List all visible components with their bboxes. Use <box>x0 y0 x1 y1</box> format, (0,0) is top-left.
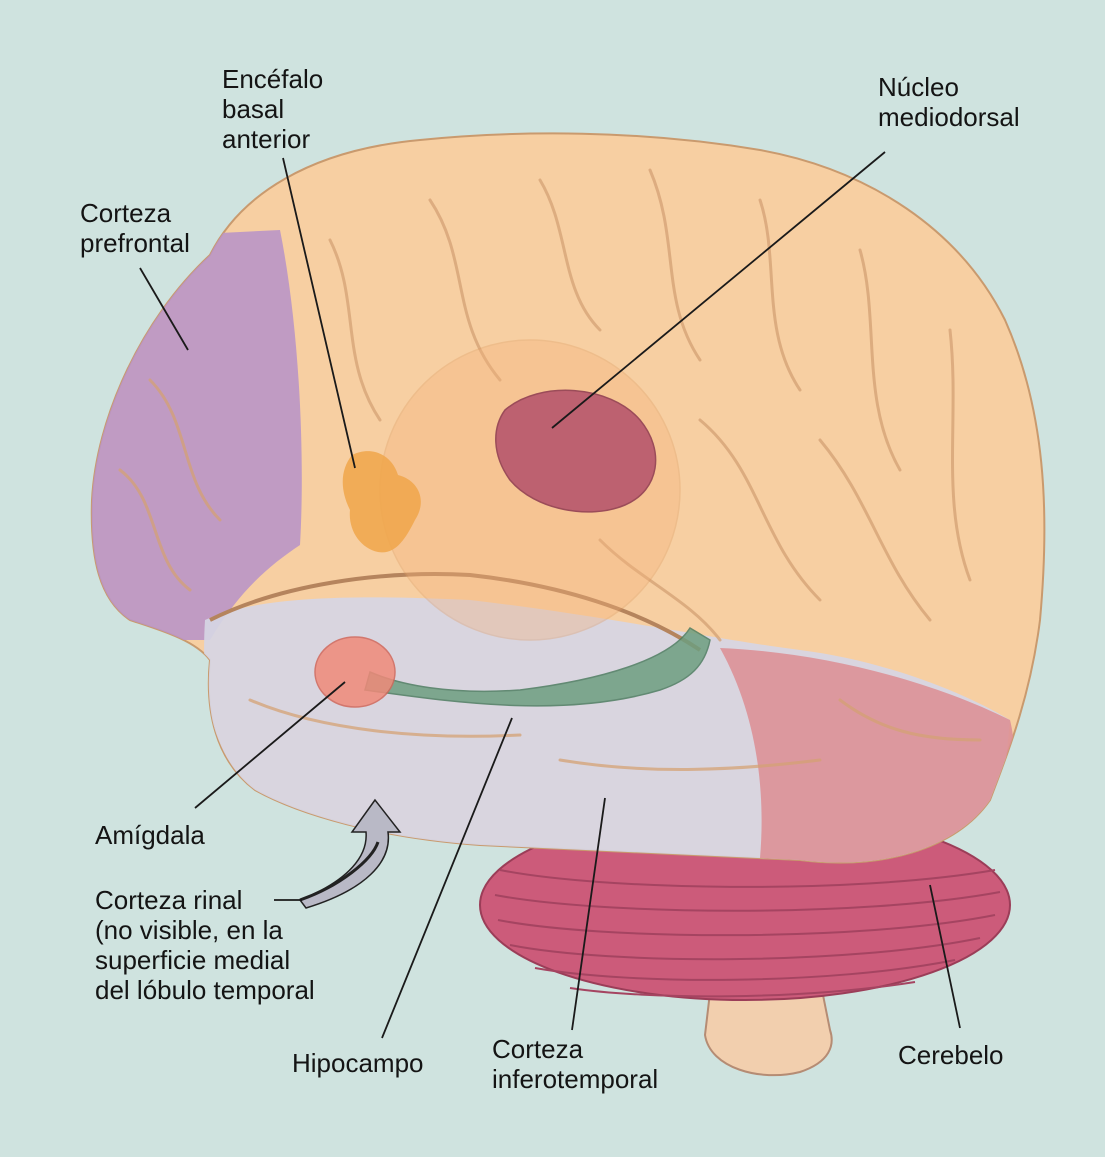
label-amygdala: Amígdala <box>95 820 205 850</box>
label-basal-forebrain: Encéfalo basal anterior <box>222 64 323 154</box>
label-hippocampus: Hipocampo <box>292 1048 424 1078</box>
label-mediodorsal-nucleus: Núcleo mediodorsal <box>878 72 1020 132</box>
label-prefrontal-cortex: Corteza prefrontal <box>80 198 190 258</box>
label-cerebellum: Cerebelo <box>898 1040 1004 1070</box>
label-rhinal-cortex: Corteza rinal (no visible, en la superfi… <box>95 885 315 1005</box>
label-inferotemporal-cortex: Corteza inferotemporal <box>492 1034 658 1094</box>
